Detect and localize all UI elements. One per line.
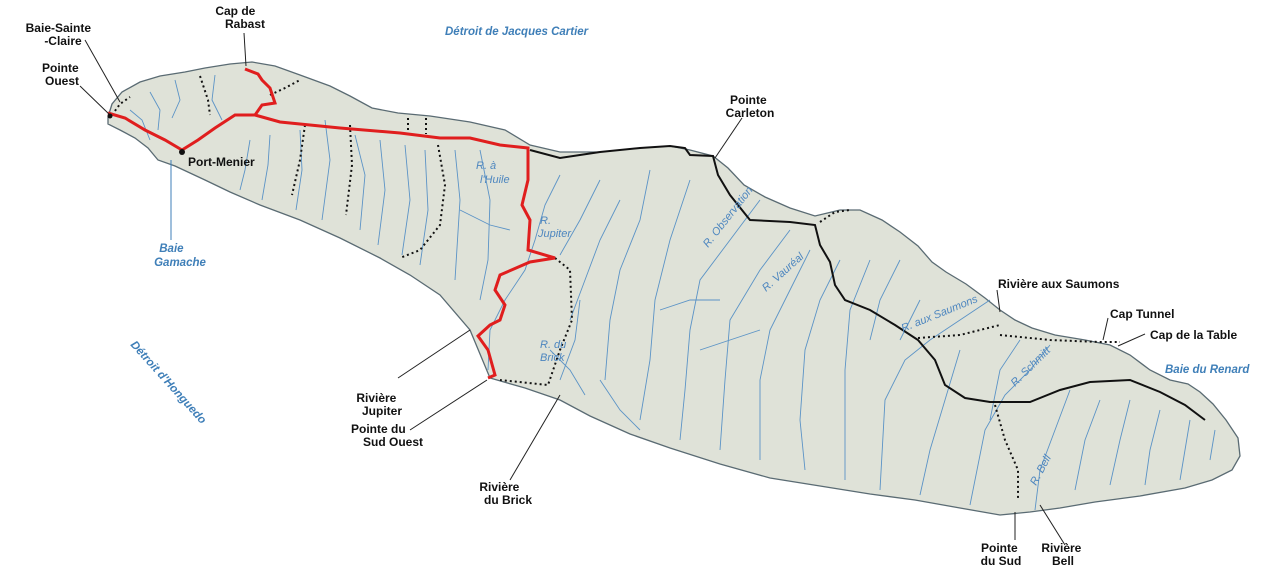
river-stream	[239, 139, 251, 191]
river-stream	[171, 79, 181, 119]
leader-lines	[79, 32, 1146, 546]
river-stream	[354, 134, 366, 231]
river-bell	[1034, 389, 1071, 511]
place-label-pointe-carleton: Pointe Carleton	[726, 93, 775, 120]
river-stream	[659, 299, 720, 311]
port-menier-dot	[179, 149, 185, 155]
track-dotted	[269, 79, 301, 96]
river-stream	[1179, 419, 1191, 481]
road-main-black	[529, 144, 1206, 421]
river-stream	[211, 74, 223, 121]
river-stream	[869, 259, 901, 341]
river-stream	[401, 144, 411, 256]
place-label-riviere-jupiter: Rivière Jupiter	[356, 391, 402, 418]
water-label-detroit-honguedo: Détroit d'Honguedo	[128, 339, 208, 426]
place-label-riviere-aux-saumons: Rivière aux Saumons	[998, 277, 1120, 291]
river-stream	[559, 179, 601, 256]
place-label-pointe-du-sud-ouest: Pointe du Sud Ouest	[351, 422, 423, 449]
river-stream	[899, 299, 921, 341]
river-stream	[419, 149, 429, 266]
river-stream	[1109, 399, 1131, 486]
island-landmass	[107, 61, 1241, 516]
river-label-brick: R. du Brick	[540, 339, 569, 364]
river-stream	[479, 149, 491, 301]
river-stream	[799, 259, 841, 471]
river-stream	[844, 259, 871, 480]
track-dotted	[345, 124, 354, 216]
river-stream	[719, 229, 791, 451]
road-red-route	[107, 67, 556, 380]
river-stream	[559, 299, 581, 381]
river-stream	[377, 139, 386, 246]
river-stream	[295, 129, 303, 211]
river-stream	[604, 169, 651, 381]
place-label-riviere-bell: Rivière Bell	[1041, 541, 1084, 567]
place-label-pointe-ouest: Pointe Ouest	[42, 61, 82, 88]
river-stream	[261, 134, 271, 201]
place-label-riviere-du-brick: Rivière du Brick	[479, 480, 532, 507]
track-dotted	[499, 257, 574, 387]
river-stream	[454, 149, 461, 281]
river-stream	[129, 109, 151, 141]
track-dotted	[111, 96, 131, 116]
track-dotted	[399, 144, 447, 259]
track-dotted	[291, 124, 306, 196]
river-stream	[599, 379, 641, 431]
river-vaureal	[759, 249, 811, 460]
river-observation	[679, 199, 761, 441]
river-label-jupiter: R. Jupiter	[537, 215, 572, 240]
river-stream	[549, 349, 586, 396]
river-stream	[989, 339, 1021, 421]
river-label-huile: R. à l'Huile	[476, 160, 510, 186]
river-stream	[149, 91, 161, 131]
river-jupiter	[487, 174, 561, 371]
place-label-cap-tunnel: Cap Tunnel	[1110, 307, 1174, 321]
place-label-baie-sainte-claire: Baie-Sainte -Claire	[26, 21, 95, 48]
dotted-tracks	[111, 75, 1120, 500]
track-dotted	[199, 75, 211, 116]
river-stream	[1209, 429, 1216, 461]
water-label-baie-du-renard: Baie du Renard	[1165, 364, 1250, 376]
track-dotted	[999, 334, 1120, 343]
river-stream	[919, 349, 961, 496]
place-label-cap-de-la-table: Cap de la Table	[1150, 328, 1237, 342]
river-schmitt	[969, 344, 1051, 506]
river-stream	[569, 199, 621, 321]
water-label-detroit-jacques-cartier: Détroit de Jacques Cartier	[445, 26, 589, 38]
river-stream	[1144, 409, 1161, 486]
pointe-ouest-dot	[107, 113, 113, 119]
place-label-cap-de-rabast: Cap de Rabast	[215, 4, 265, 31]
place-label-port-menier: Port-Menier	[188, 155, 255, 169]
water-label-baie-gamache: Baie Gamache	[154, 243, 206, 269]
river-stream	[639, 179, 691, 421]
river-stream	[699, 329, 761, 351]
river-stream	[321, 119, 331, 221]
track-dotted	[819, 209, 851, 223]
place-label-pointe-du-sud: Pointe du Sud	[981, 541, 1022, 567]
river-stream	[459, 209, 511, 231]
river-network	[129, 74, 1216, 511]
river-stream	[1074, 399, 1101, 491]
river-saumons	[879, 299, 991, 491]
